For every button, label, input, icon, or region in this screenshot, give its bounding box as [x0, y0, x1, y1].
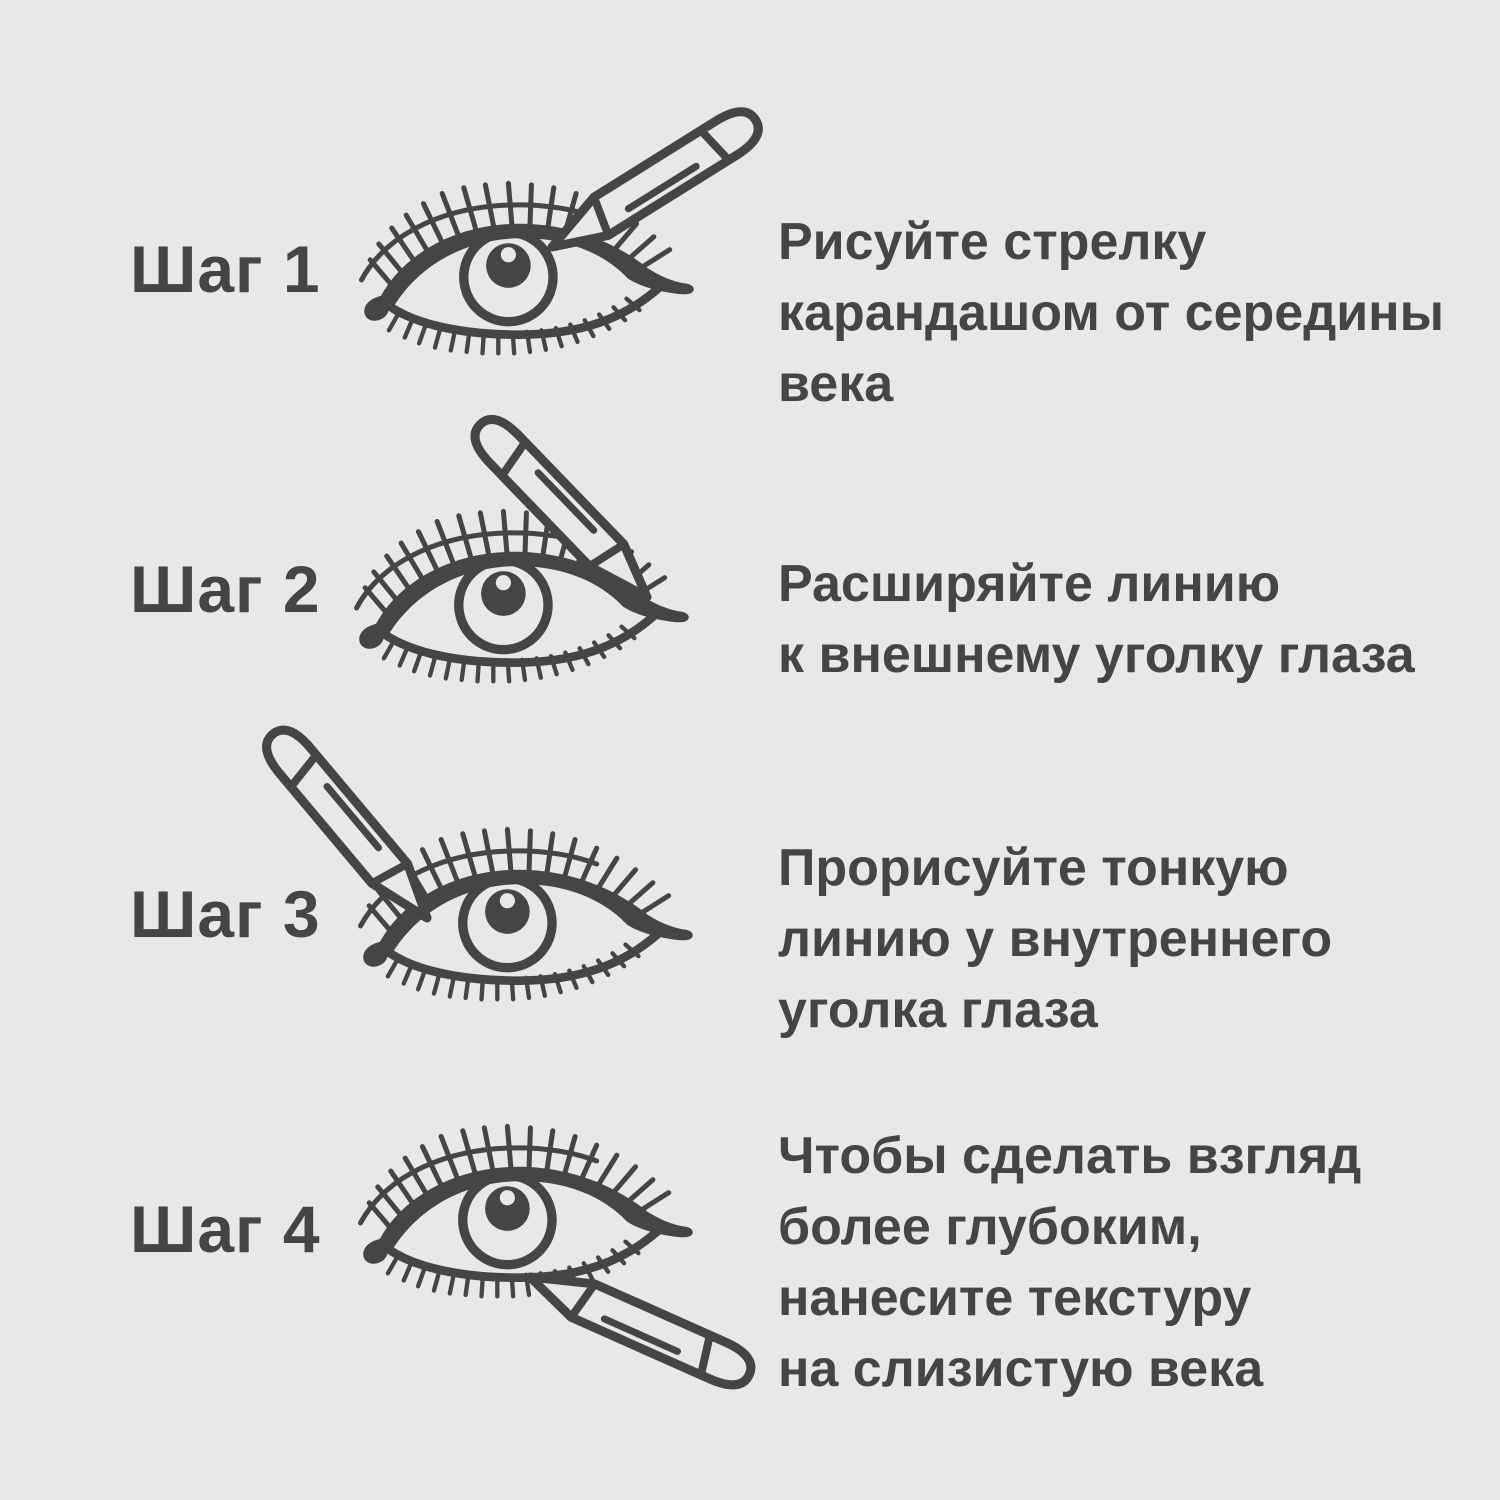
text-line: более глубоким, — [778, 1198, 1202, 1256]
text-line: линию у внутреннего — [778, 910, 1333, 968]
text-line: Прорисуйте тонкую — [778, 839, 1289, 897]
text-line: к внешнему уголку глаза — [778, 626, 1415, 684]
text-line: на слизистую века — [778, 1340, 1264, 1398]
text-line: Рисуйте стрелку — [778, 213, 1207, 271]
text-line: Расширяйте линию — [778, 555, 1281, 613]
eye-icon — [361, 829, 693, 999]
text-line: нанесите текстуру — [778, 1269, 1252, 1327]
eyeliner-pencil-icon — [522, 1259, 758, 1393]
step-4-description: Чтобы сделать взгляд более глубоким, нан… — [778, 1121, 1361, 1405]
text-line: карандашом от середины — [778, 284, 1444, 342]
step-2-label: Шаг 2 — [130, 552, 321, 626]
eye-icon — [361, 1126, 693, 1296]
text-line: Чтобы сделать взгляд — [778, 1127, 1362, 1185]
step-1-illustration — [362, 103, 767, 354]
step-3-description: Прорисуйте тонкую линию у внутреннего уг… — [778, 833, 1332, 1046]
text-line: века — [778, 355, 894, 413]
step-1-label: Шаг 1 — [130, 232, 321, 306]
step-3-label: Шаг 3 — [130, 877, 321, 951]
step-4-label: Шаг 4 — [130, 1192, 321, 1266]
step-3-illustration — [257, 721, 692, 999]
step-1-description: Рисуйте стрелку карандашом от середины в… — [778, 207, 1444, 420]
step-2-description: Расширяйте линию к внешнему уголку глаза — [778, 549, 1415, 691]
step-4-illustration — [361, 1126, 758, 1392]
step-2-illustration — [357, 410, 689, 681]
text-line: уголка глаза — [778, 981, 1098, 1039]
